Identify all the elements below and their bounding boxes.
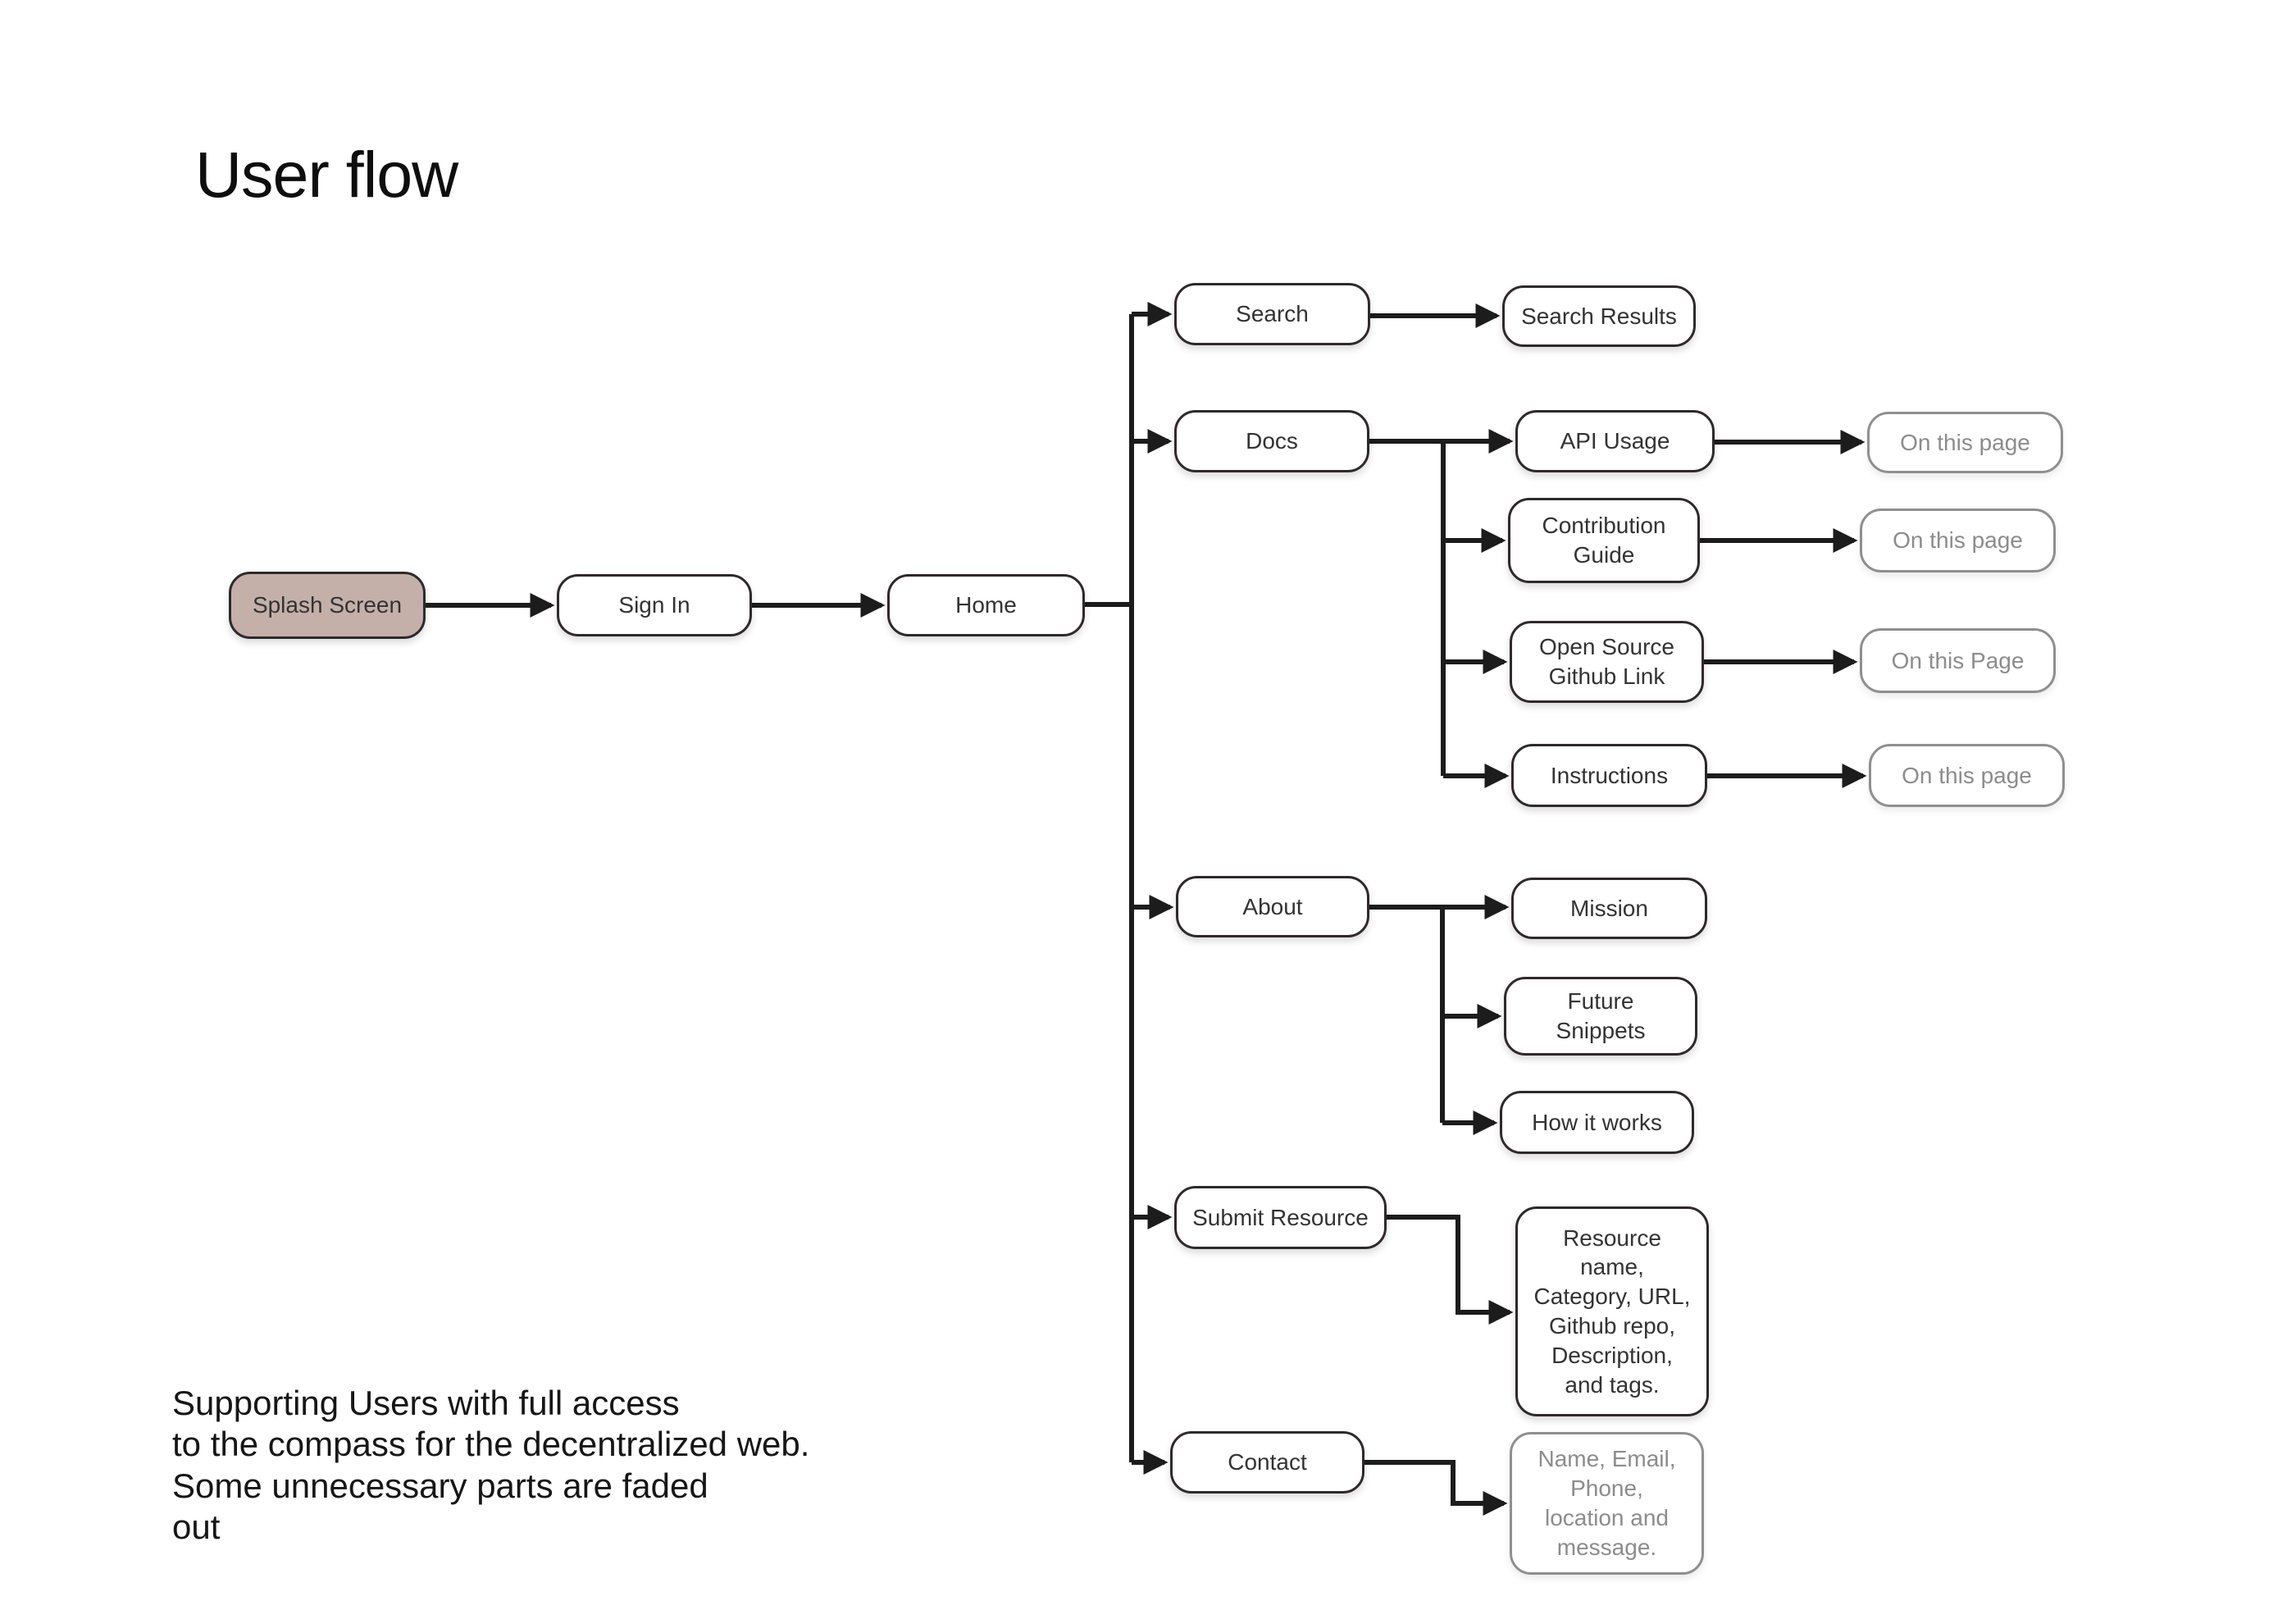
edge-contact-to-contact-fields — [1364, 1460, 1508, 1516]
node-search-results[interactable]: Search Results — [1502, 285, 1696, 347]
edge-submit-resource-to-resource-fields — [1387, 1215, 1514, 1325]
node-on-this-page-1[interactable]: On this page — [1867, 412, 2063, 473]
node-api-usage[interactable]: API Usage — [1515, 410, 1715, 472]
node-contact-fields[interactable]: Name, Email, Phone, location and message… — [1510, 1432, 1704, 1575]
node-on-this-page-2[interactable]: On this page — [1860, 509, 2056, 572]
node-contribution-guide[interactable]: Contribution Guide — [1508, 498, 1700, 583]
node-signin[interactable]: Sign In — [557, 574, 752, 636]
node-mission[interactable]: Mission — [1511, 878, 1707, 939]
node-resource-fields[interactable]: Resource name, Category, URL, Github rep… — [1515, 1206, 1709, 1416]
node-on-this-page-4[interactable]: On this page — [1869, 744, 2065, 807]
node-future-snippets[interactable]: Future Snippets — [1504, 977, 1697, 1056]
node-how-it-works[interactable]: How it works — [1500, 1091, 1694, 1154]
node-search[interactable]: Search — [1174, 283, 1370, 345]
page-title: User flow — [195, 138, 458, 211]
node-splash[interactable]: Splash Screen — [229, 572, 426, 639]
node-about[interactable]: About — [1176, 876, 1369, 937]
node-home[interactable]: Home — [887, 574, 1085, 636]
node-submit-resource[interactable]: Submit Resource — [1174, 1186, 1387, 1249]
annotation-note: Supporting Users with full access to the… — [172, 1384, 810, 1547]
node-docs[interactable]: Docs — [1174, 410, 1369, 472]
node-instructions[interactable]: Instructions — [1511, 744, 1707, 807]
node-on-this-page-3[interactable]: On this Page — [1860, 628, 2056, 693]
node-contact[interactable]: Contact — [1170, 1431, 1364, 1494]
node-open-source-github-link[interactable]: Open Source Github Link — [1510, 621, 1704, 703]
